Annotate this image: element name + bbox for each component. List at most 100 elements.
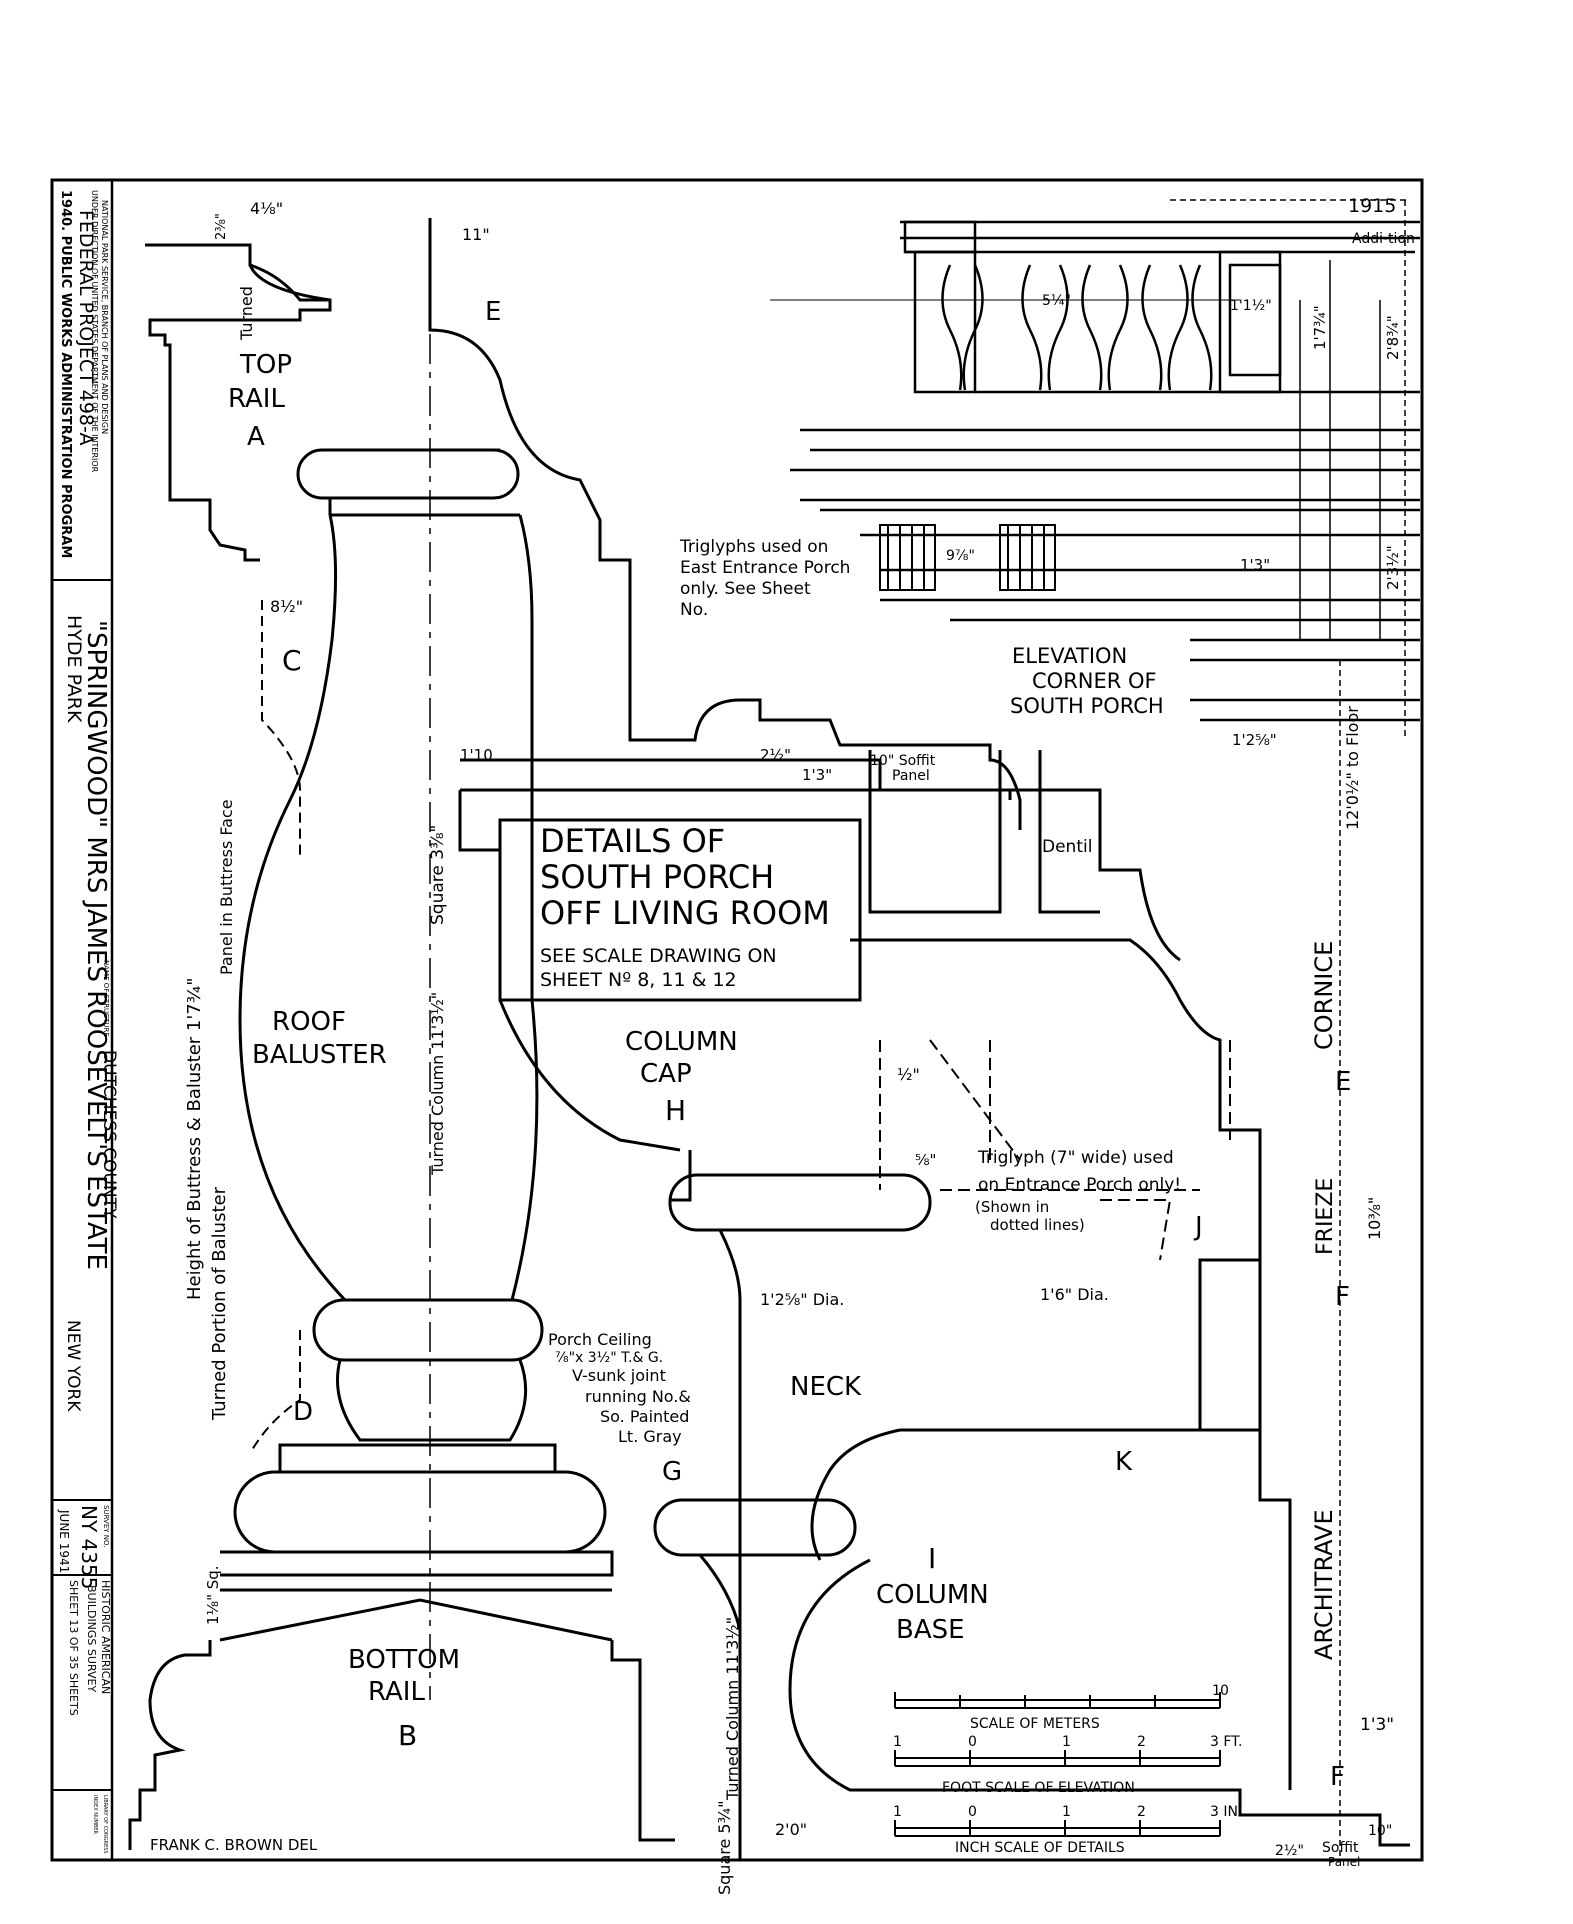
porch-ceiling-3: V-sunk joint xyxy=(572,1366,666,1385)
soffit-bottom-3: Panel xyxy=(1328,1855,1360,1869)
porch-ceiling-2: ⅞"x 3½" T.& G. xyxy=(555,1350,663,1366)
column-base-label-1: COLUMN xyxy=(876,1580,989,1610)
drawing-title-note2: SHEET Nº 8, 11 & 12 xyxy=(540,969,737,991)
dentil-label: Dentil xyxy=(1042,837,1092,857)
foot-scale-tick-4: 3 FT. xyxy=(1210,1734,1243,1750)
scale-meters-label: SCALE OF METERS xyxy=(970,1716,1100,1732)
scale-foot-label: FOOT SCALE OF ELEVATION xyxy=(942,1780,1135,1796)
scale-meters-end: 1 xyxy=(1212,1683,1221,1699)
roof-baluster-label-2: BALUSTER xyxy=(252,1040,387,1070)
dim-1-3: 1'3" xyxy=(802,766,832,784)
scale-bars xyxy=(894,1692,1221,1837)
top-rail-label-2: RAIL xyxy=(228,384,285,414)
column-base-letter: I xyxy=(928,1542,936,1575)
triglyphs-east-3: only. See Sheet xyxy=(680,579,811,599)
soffit-panel-2: Panel xyxy=(892,768,930,784)
inch-scale-tick-2: 1 xyxy=(1062,1804,1071,1820)
column-cap-label-1: COLUMN xyxy=(625,1027,738,1057)
square-bottom-label: Square 5¾" xyxy=(715,1801,734,1895)
column-cap-label-2: CAP xyxy=(640,1059,692,1089)
dim-8-1-2: 8½" xyxy=(270,597,303,616)
dim-1-8-sq: 1⅛" Sq. xyxy=(204,1565,222,1625)
dim-1-10: 1'10 xyxy=(460,746,493,764)
program-line4: NATIONAL PARK SERVICE, BRANCH OF PLANS A… xyxy=(100,200,109,434)
dim-elev-1-2-58: 1'2⅝" xyxy=(1232,731,1277,749)
drawing-title-line3: OFF LIVING ROOM xyxy=(540,894,830,932)
dim-1-3-right: 1'3" xyxy=(1360,1715,1394,1735)
name-of-structure-label: NAME OF STRUCTURE xyxy=(102,960,110,1037)
dim-5-1-4: 5¼" xyxy=(1042,293,1071,309)
turned-column-label-2: Turned Column 11'3½" xyxy=(723,1617,742,1801)
survey-date: JUNE 1941 xyxy=(57,1509,71,1573)
program-line1: 1940. PUBLIC WORKS ADMINISTRATION PROGRA… xyxy=(58,190,73,558)
label-letter-d: D xyxy=(293,1397,313,1427)
sheet-text: SHEET 13 OF 35 SHEETS xyxy=(67,1580,80,1716)
soffit-bottom-2: Soffit xyxy=(1322,1840,1359,1856)
triglyph-note-4: dotted lines) xyxy=(990,1216,1085,1234)
label-letter-k: K xyxy=(1115,1447,1133,1477)
square-top-label: Square 3⅜" xyxy=(428,825,448,925)
dim-1-6: 1'6" Dia. xyxy=(1040,1285,1109,1304)
dim-9-7-8: 9⅞" xyxy=(946,548,975,564)
label-letter-e2: E xyxy=(1335,1067,1351,1097)
library-stamp-1: LIBRARY OF CONGRESS xyxy=(102,1795,108,1854)
program-line2: FEDERAL PROJECT 498-A xyxy=(75,210,97,445)
drawing-title-line2: SOUTH PORCH xyxy=(540,858,774,896)
soffit-panel-1: 10" Soffit xyxy=(870,753,936,769)
roof-baluster-profile xyxy=(128,243,675,1850)
sheet-border xyxy=(50,178,1424,1862)
title-block: 1940. PUBLIC WORKS ADMINISTRATION PROGRA… xyxy=(57,190,119,1854)
dim-4-1-8: 4⅛" xyxy=(250,199,283,218)
neck-label: NECK xyxy=(790,1372,862,1402)
label-letter-f: F xyxy=(1335,1282,1350,1312)
elevation-title-2: CORNER OF xyxy=(1032,669,1157,693)
dim-2-3-12: 2'3½" xyxy=(1384,545,1402,590)
top-rail-letter: A xyxy=(247,422,265,452)
bottom-rail-letter: B xyxy=(398,1719,417,1752)
column-cap-letter: H xyxy=(665,1094,686,1127)
addition-label: Addi-tion xyxy=(1352,231,1415,247)
porch-ceiling-5: So. Painted xyxy=(600,1407,689,1426)
to-floor-label: 12'0½" to Floor xyxy=(1343,706,1362,830)
triglyph-note-2: on Entrance Porch only! xyxy=(978,1175,1181,1195)
scale-meters-end2: 0 xyxy=(1220,1683,1229,1699)
height-buttress-label: Height of Buttress & Baluster 1'7¾" xyxy=(184,978,205,1300)
frieze-label: FRIEZE xyxy=(1313,1178,1338,1255)
top-rail-label-1: TOP xyxy=(239,350,292,380)
dim-2-5-8: 2⅜" xyxy=(214,213,229,240)
delineator-label: FRANK C. BROWN DEL xyxy=(150,1836,318,1854)
architrave-label: ARCHITRAVE xyxy=(1310,1509,1338,1660)
drawing-title-line1: DETAILS OF xyxy=(540,822,725,860)
turned-portion-label: Turned Portion of Baluster xyxy=(209,1186,230,1421)
dim-1-2-58: 1'2⅝" Dia. xyxy=(760,1290,844,1309)
porch-ceiling-1: Porch Ceiling xyxy=(548,1330,652,1349)
turned-column-label: Turned Column 11'3½" xyxy=(428,992,447,1176)
triglyph-note-1: Triglyph (7" wide) used xyxy=(977,1148,1174,1168)
inch-scale-tick-3: 2 xyxy=(1137,1804,1146,1820)
dim-half: ½" xyxy=(897,1065,920,1084)
dim-2-1-2: 2½" xyxy=(760,746,791,764)
structure-name: "SPRINGWOOD" MRS JAMES ROOSEVELT'S ESTAT… xyxy=(81,620,111,1270)
location-town: HYDE PARK xyxy=(63,615,85,723)
soffit-bottom-1: 10" xyxy=(1368,1823,1392,1839)
label-letter-c: C xyxy=(282,644,302,677)
scale-inch-label: INCH SCALE OF DETAILS xyxy=(955,1840,1125,1856)
elevation-drawing xyxy=(790,220,1420,722)
dim-1-1-12: 1'1½" xyxy=(1230,298,1272,314)
drawing-title-note1: SEE SCALE DRAWING ON xyxy=(540,945,777,967)
roof-baluster-label-1: ROOF xyxy=(272,1007,346,1037)
triglyphs-east-4: No. xyxy=(680,600,708,620)
inch-scale-tick-1: 0 xyxy=(968,1804,977,1820)
label-letter-g: G xyxy=(662,1457,682,1487)
triglyphs-east-1: Triglyphs used on xyxy=(679,537,828,557)
survey-no: NY 4355 xyxy=(77,1505,101,1589)
program-line3: UNDER DIRECTION OF UNITED STATES DEPARTM… xyxy=(90,190,99,473)
label-letter-f2: F xyxy=(1330,1762,1345,1792)
foot-scale-tick-3: 2 xyxy=(1137,1734,1146,1750)
bottom-rail-label-1: BOTTOM xyxy=(348,1645,460,1675)
dim-5-8: ⅝" xyxy=(915,1151,936,1169)
